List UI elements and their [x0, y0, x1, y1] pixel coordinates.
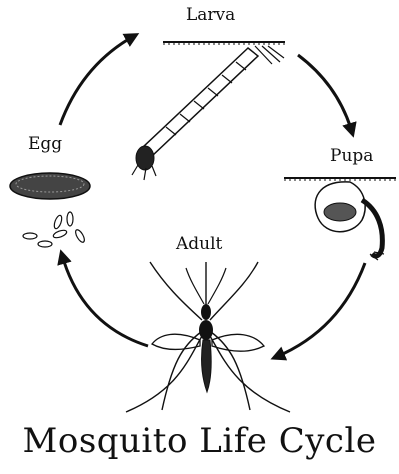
arrow-adult-to-egg [62, 255, 148, 346]
pupa-label: Pupa [330, 148, 373, 165]
arrow-larva-to-pupa [298, 55, 352, 132]
egg-raft-icon [10, 173, 90, 247]
arrow-egg-to-larva [60, 36, 134, 125]
larva-icon [132, 42, 285, 180]
egg-label: Egg [28, 136, 62, 153]
larva-label: Larva [186, 7, 235, 24]
arrow-pupa-to-adult [276, 263, 365, 357]
adult-mosquito-icon [126, 262, 290, 412]
pupa-icon [284, 178, 396, 260]
diagram-title: Mosquito Life Cycle [0, 424, 399, 458]
adult-label: Adult [176, 236, 222, 253]
